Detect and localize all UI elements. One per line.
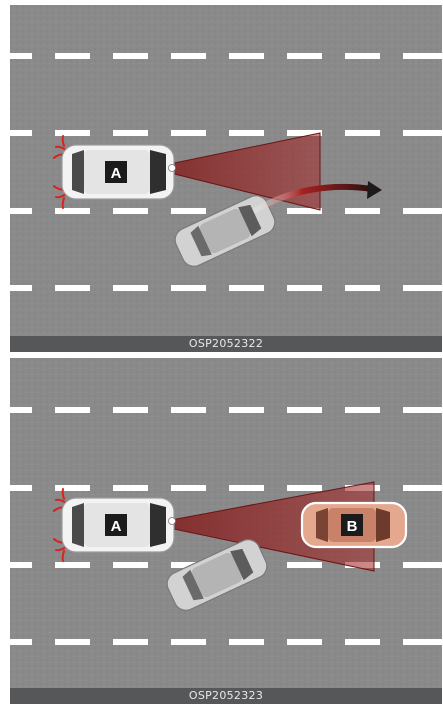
diagram-panel-1: A OSP2052322: [10, 5, 442, 352]
vehicle-a-label: A: [111, 165, 122, 182]
road-scene-2: B A: [10, 358, 442, 704]
own-vehicle: A: [54, 136, 176, 208]
figure-caption: OSP2052323: [10, 688, 442, 704]
figure-caption: OSP2052322: [10, 336, 442, 352]
detected-vehicle: B: [302, 503, 406, 547]
road-scene-1: A: [10, 5, 442, 352]
vehicle-b-label: B: [347, 518, 358, 535]
own-vehicle: A: [54, 489, 176, 561]
diagram-panel-2: B A OSP2052323: [10, 358, 442, 704]
vehicle-a-label: A: [111, 518, 122, 535]
